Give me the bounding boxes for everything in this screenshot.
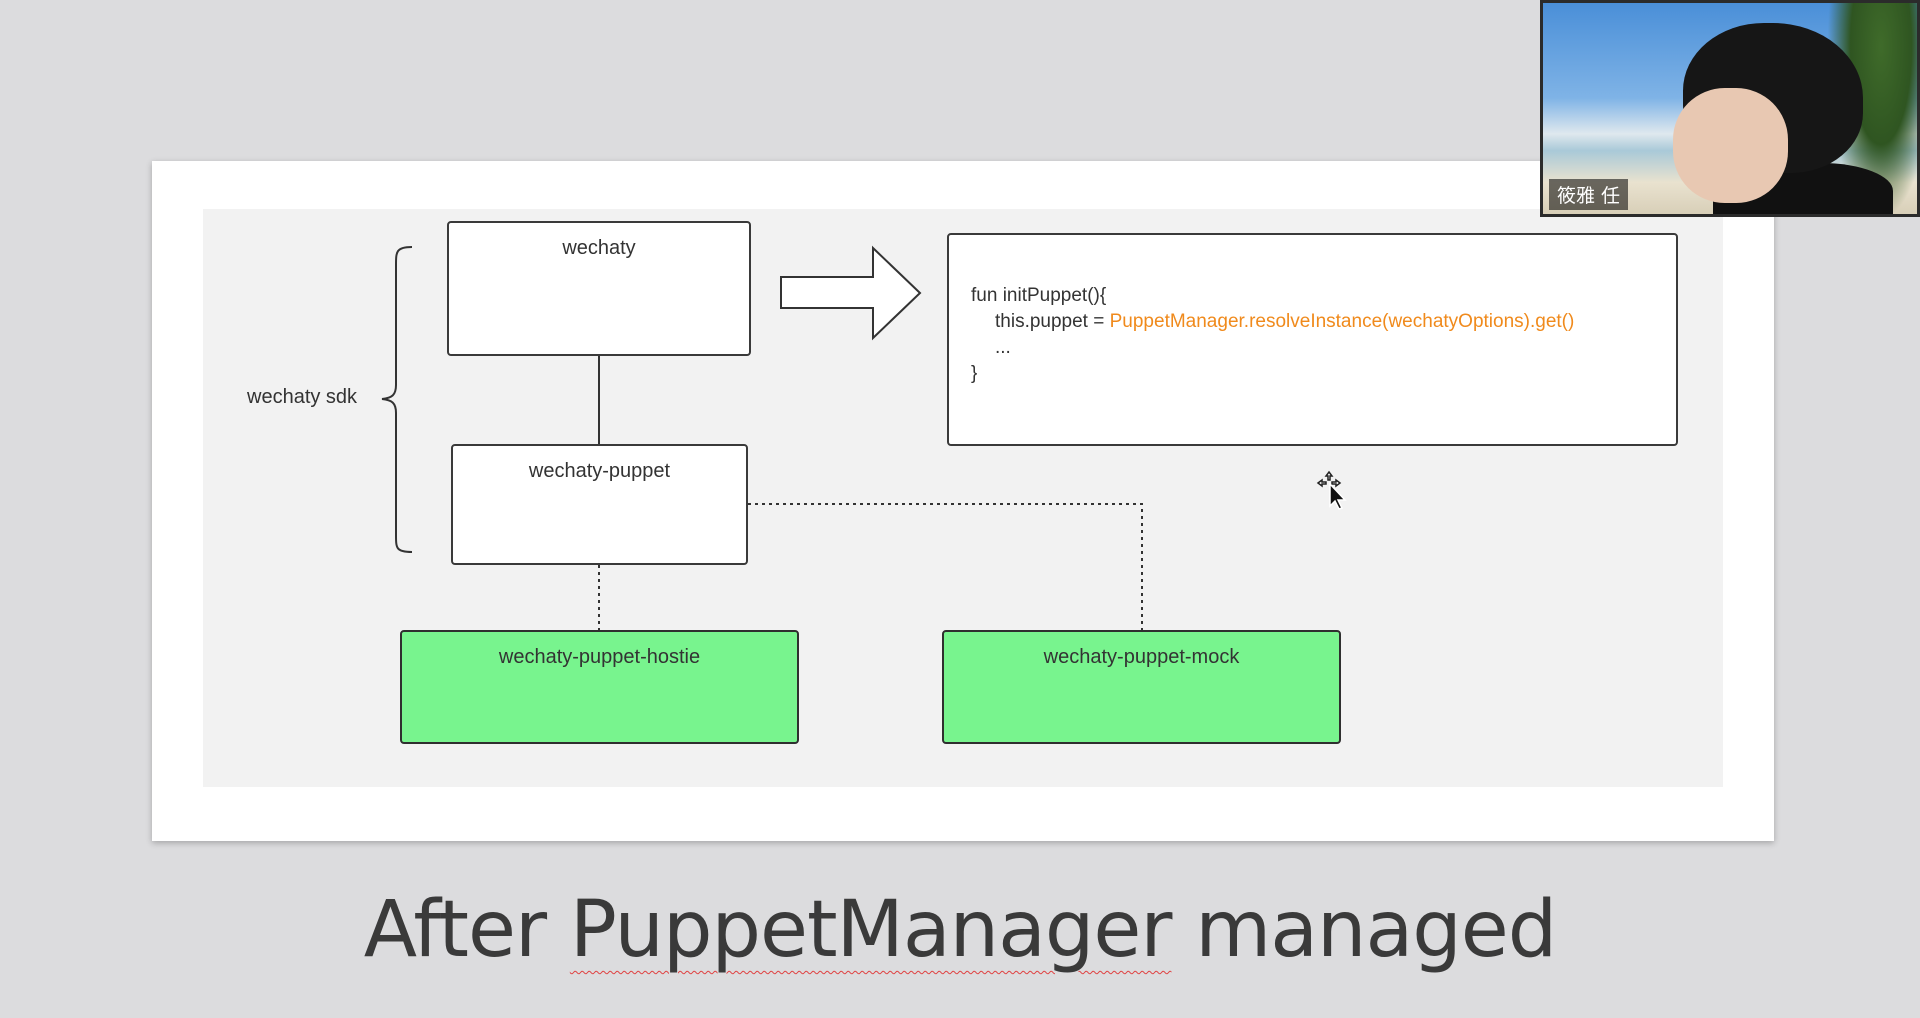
caption-part-3: managed — [1171, 885, 1557, 975]
code-line-2-accent: PuppetManager.resolveInstance(wechatyOpt… — [1109, 311, 1575, 332]
wechaty-puppet-hostie-label: wechaty-puppet-hostie — [498, 646, 701, 668]
code-line-4: } — [971, 363, 978, 384]
wechaty-puppet-box: wechaty-puppet — [451, 444, 748, 565]
code-line-1: fun initPuppet(){ — [971, 285, 1107, 306]
participant-name-label: 筱雅 任 — [1549, 179, 1629, 210]
code-line-3: ... — [995, 337, 1011, 358]
caption-part-1: After — [363, 885, 570, 975]
wechaty-box-label: wechaty — [562, 237, 636, 259]
wechaty-puppet-hostie-box: wechaty-puppet-hostie — [400, 630, 799, 744]
code-line-2: this.puppet = PuppetManager.resolveInsta… — [971, 309, 1676, 335]
wechaty-puppet-mock-label: wechaty-puppet-mock — [1043, 646, 1240, 668]
code-line-2-prefix: this.puppet = — [995, 311, 1110, 332]
move-cursor-icon — [1316, 470, 1347, 510]
wechaty-box: wechaty — [447, 221, 751, 356]
sdk-label: wechaty sdk — [247, 386, 358, 408]
code-snippet-box: fun initPuppet(){ this.puppet = PuppetMa… — [947, 233, 1678, 446]
caption-part-2: PuppetManager — [569, 885, 1173, 975]
participant-face-image — [1673, 88, 1788, 203]
participant-video-tile[interactable]: 筱雅 任 — [1540, 0, 1920, 217]
slide-caption: After PuppetManager managed — [0, 885, 1920, 975]
wechaty-puppet-mock-box: wechaty-puppet-mock — [942, 630, 1341, 744]
wechaty-puppet-box-label: wechaty-puppet — [528, 460, 671, 482]
